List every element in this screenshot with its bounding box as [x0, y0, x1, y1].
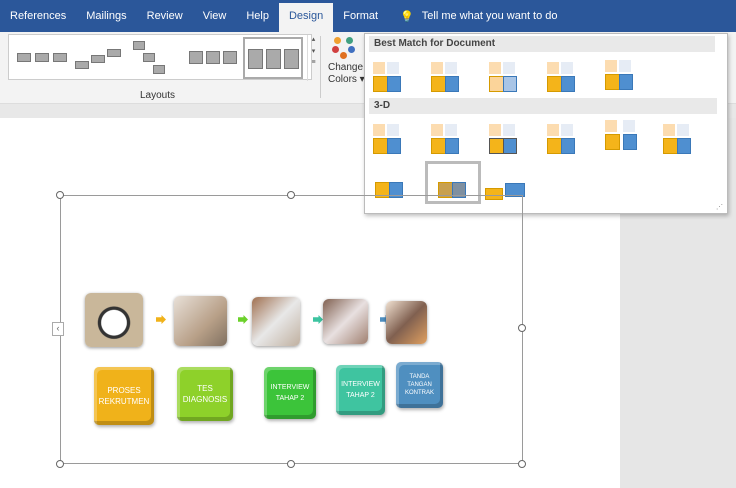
tab-references[interactable]: References [10, 10, 67, 22]
gallery-scrollbar[interactable]: ▴▾≡ [307, 35, 319, 81]
layout-bending[interactable] [187, 41, 241, 75]
tell-me-box[interactable]: 💡 Tell me what you want to do [400, 10, 557, 23]
arrow-icon [313, 315, 323, 324]
style-swatch-3d[interactable] [485, 170, 525, 200]
change-colors-label: Change [328, 62, 364, 73]
step-box[interactable]: INTERVIEW TAHAP 2 [336, 365, 385, 415]
style-swatch[interactable] [547, 62, 575, 92]
tab-mailings[interactable]: Mailings [86, 10, 127, 22]
resize-handle[interactable] [287, 460, 295, 468]
style-swatch-3d[interactable] [489, 124, 517, 154]
step-box[interactable]: INTERVIEW TAHAP 2 [264, 367, 316, 419]
text-pane-toggle[interactable]: ‹ [52, 322, 64, 336]
resize-handle[interactable] [56, 191, 64, 199]
resize-handle[interactable] [518, 324, 526, 332]
resize-handle[interactable] [287, 191, 295, 199]
tab-view[interactable]: View [202, 10, 227, 22]
change-colors-button[interactable]: Change Colors ▾ [328, 62, 365, 86]
resize-grip-icon[interactable]: ⋰ [716, 204, 723, 211]
style-swatch[interactable] [605, 60, 633, 90]
tab-format[interactable]: Format [343, 10, 379, 22]
image-alarm-clock[interactable] [85, 293, 143, 347]
style-swatch[interactable] [431, 62, 459, 92]
layout-step-down[interactable] [131, 41, 185, 75]
image-call-center[interactable] [174, 296, 227, 346]
image-handshake[interactable] [323, 299, 368, 344]
style-swatch-3d[interactable] [375, 168, 403, 198]
layout-basic-process[interactable] [15, 41, 69, 75]
arrow-icon [380, 315, 390, 324]
style-swatch[interactable] [489, 62, 517, 92]
arrow-icon [238, 315, 248, 324]
step-box[interactable]: TANDA TANGAN KONTRAK [396, 362, 443, 408]
section-3d: 3-D [369, 98, 717, 114]
resize-handle[interactable] [518, 460, 526, 468]
tell-me-text: Tell me what you want to do [421, 10, 558, 22]
change-colors-label-2: Colors ▾ [328, 74, 365, 85]
style-swatch-3d[interactable] [373, 124, 401, 154]
smartart-styles-dropdown: Best Match for Document 3-D ⋰ [364, 33, 728, 214]
style-swatch-3d[interactable] [547, 124, 575, 154]
layouts-group-label: Layouts [140, 90, 176, 101]
smartart-frame[interactable]: ‹ PROSES REKRUTMEN TES DIAGNOSIS INTERVI… [52, 191, 526, 468]
section-best-match: Best Match for Document [369, 36, 715, 52]
arrow-icon [156, 315, 166, 324]
style-swatch-3d[interactable] [663, 124, 691, 154]
lightbulb-icon: 💡 [400, 10, 414, 23]
step-box[interactable]: TES DIAGNOSIS [177, 367, 233, 421]
style-swatch-3d[interactable] [605, 120, 637, 150]
image-contract[interactable] [386, 301, 427, 344]
layout-selected[interactable] [243, 37, 303, 79]
step-box[interactable]: PROSES REKRUTMEN [94, 367, 154, 425]
ribbon-tabs: References Mailings Review View Help Des… [0, 0, 736, 32]
style-swatch[interactable] [373, 62, 401, 92]
image-documents[interactable] [252, 297, 300, 346]
layouts-gallery: ▴▾≡ [8, 34, 316, 81]
tab-review[interactable]: Review [146, 10, 183, 22]
resize-handle[interactable] [56, 460, 64, 468]
divider [320, 36, 321, 98]
tab-help[interactable]: Help [246, 10, 269, 22]
tab-design[interactable]: Design [278, 3, 334, 32]
style-swatch-3d[interactable] [431, 124, 459, 154]
style-swatch-3d-selected[interactable] [425, 161, 481, 204]
layout-step-up[interactable] [73, 41, 127, 75]
